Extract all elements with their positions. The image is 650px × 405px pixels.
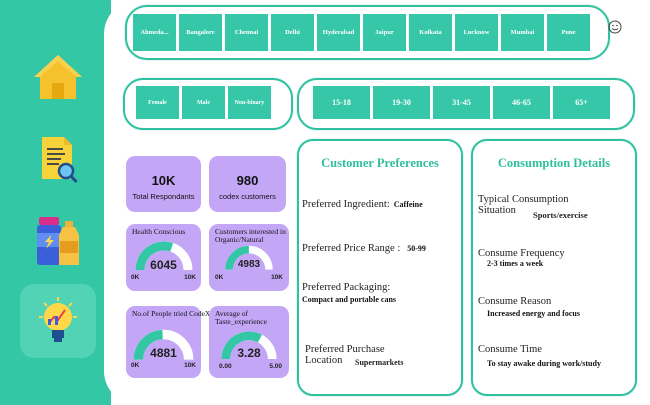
gauge-health-conscious: Health Conscious 6045 0K 10K [126, 224, 201, 291]
document-search-icon [42, 137, 78, 183]
city-button-0[interactable]: Ahmeda... [133, 14, 176, 51]
pref-price-label: Preferred Price Range : [302, 243, 401, 254]
cons-frequency-label: Consume Frequency [478, 248, 565, 259]
gender-button-2[interactable]: Non-binary [228, 86, 271, 119]
gauge-organic-arc [225, 245, 273, 270]
age-button-0[interactable]: 15-18 [313, 86, 370, 119]
gauge-organic-title: Customers interested in Organic/Natural [215, 227, 286, 244]
gauge-taste-value: 3.28 [237, 346, 261, 360]
customer-preferences-panel: Customer Preferences [297, 139, 463, 396]
kpi-codex-customers: 980 codex customers [209, 156, 286, 212]
cons-reason-label: Consume Reason [478, 296, 552, 307]
cons-time-label: Consume Time [478, 344, 542, 355]
cons-time-value: To stay awake during work/study [487, 359, 601, 368]
city-button-6[interactable]: Kolkata [409, 14, 452, 51]
pref-price: Preferred Price Range : 50-99 [302, 238, 426, 256]
nav-report[interactable] [20, 122, 96, 196]
gauge-organic-value: 4983 [237, 259, 261, 270]
gauge-organic-max: 10K [271, 274, 283, 281]
gender-button-0[interactable]: Female [136, 86, 179, 119]
pref-purchase-label-1: Preferred Purchase [305, 344, 385, 355]
insight-bulb-icon [39, 297, 77, 342]
cons-situation-label-2: Situation [478, 205, 516, 216]
gauge-health-max: 10K [184, 274, 196, 281]
gauge-organic-natural: Customers interested in Organic/Natural … [209, 224, 289, 291]
gauge-tried-max: 10K [184, 362, 196, 369]
smiley-icon[interactable] [608, 20, 622, 34]
energy-drink-icon [37, 217, 79, 265]
nav-home[interactable] [20, 40, 96, 114]
gauge-tried-min: 0K [131, 362, 140, 369]
pref-ingredient: Preferred Ingredient: Caffeine [302, 194, 423, 212]
pref-price-value: 50-99 [407, 244, 426, 253]
city-button-3[interactable]: Delhi [271, 14, 314, 51]
kpi-total-respondents: 10K Total Respondants [126, 156, 201, 212]
gauge-tried-arc [133, 329, 194, 361]
kpi-respondents-value: 10K [151, 173, 176, 188]
cons-situation-value: Sports/exercise [533, 210, 588, 220]
gauge-health-min: 0K [131, 274, 140, 281]
city-button-9[interactable]: Pune [547, 14, 590, 51]
gauge-taste-max: 5.00 [269, 363, 282, 370]
home-icon [34, 55, 82, 99]
city-button-1[interactable]: Bangalore [179, 14, 222, 51]
sidebar-nav [0, 0, 111, 405]
gauge-taste-arc [221, 331, 277, 360]
preferences-title: Customer Preferences [321, 156, 439, 170]
pref-purchase-value: Supermarkets [355, 358, 404, 367]
age-button-4[interactable]: 65+ [553, 86, 610, 119]
cons-reason-value: Increased energy and focus [487, 309, 580, 318]
nav-products[interactable] [20, 202, 96, 276]
pref-ingredient-value: Caffeine [393, 200, 423, 209]
city-button-5[interactable]: Jaipur [363, 14, 406, 51]
pref-purchase: Preferred Purchase Location [305, 344, 385, 366]
nav-insights[interactable] [20, 284, 96, 358]
city-button-4[interactable]: Hyderabad [317, 14, 360, 51]
kpi-codex-value: 980 [236, 173, 259, 188]
gauge-health-arc [135, 241, 193, 271]
gauge-organic-min: 0K [215, 274, 224, 281]
age-button-3[interactable]: 46-65 [493, 86, 550, 119]
gauge-taste-min: 0.00 [219, 363, 232, 370]
age-button-2[interactable]: 31-45 [433, 86, 490, 119]
gauge-health-title: Health Conscious [132, 227, 186, 236]
cons-situation: Typical Consumption Situation [478, 194, 569, 216]
consumption-details-panel: Consumption Details [471, 139, 637, 396]
cons-frequency: Consume Frequency 2-3 times a week [478, 248, 565, 268]
age-button-1[interactable]: 19-30 [373, 86, 430, 119]
cons-situation-label-1: Typical Consumption [478, 194, 569, 205]
cons-frequency-value: 2-3 times a week [487, 259, 544, 268]
gauge-taste-experience: Average of Taste_experience 3.28 0.00 5.… [209, 306, 289, 378]
gauge-tried-value: 4881 [150, 346, 177, 360]
pref-purchase-label-2: Location [305, 355, 343, 366]
gauge-tried-codex: No.of People tried CodeX 4881 0K 10K [126, 306, 210, 378]
gauge-taste-title: Average of Taste_experience [215, 309, 267, 326]
gender-button-1[interactable]: Male [182, 86, 225, 119]
kpi-codex-label: codex customers [219, 192, 276, 201]
gauge-health-value: 6045 [150, 258, 177, 272]
city-button-7[interactable]: Lucknow [455, 14, 498, 51]
pref-packaging-value: Compact and portable cans [302, 295, 397, 304]
pref-packaging-label: Preferred Packaging: [302, 282, 391, 293]
kpi-respondents-label: Total Respondants [132, 192, 195, 201]
pref-ingredient-label: Preferred Ingredient: [302, 199, 390, 210]
consumption-title: Consumption Details [497, 156, 611, 170]
gauge-tried-title: No.of People tried CodeX [132, 309, 211, 318]
city-button-2[interactable]: Chennai [225, 14, 268, 51]
city-button-8[interactable]: Mumbai [501, 14, 544, 51]
pref-packaging: Preferred Packaging: Compact and portabl… [302, 282, 396, 304]
cons-time: Consume Time To stay awake during work/s… [478, 344, 601, 368]
cons-reason: Consume Reason Increased energy and focu… [478, 296, 580, 318]
